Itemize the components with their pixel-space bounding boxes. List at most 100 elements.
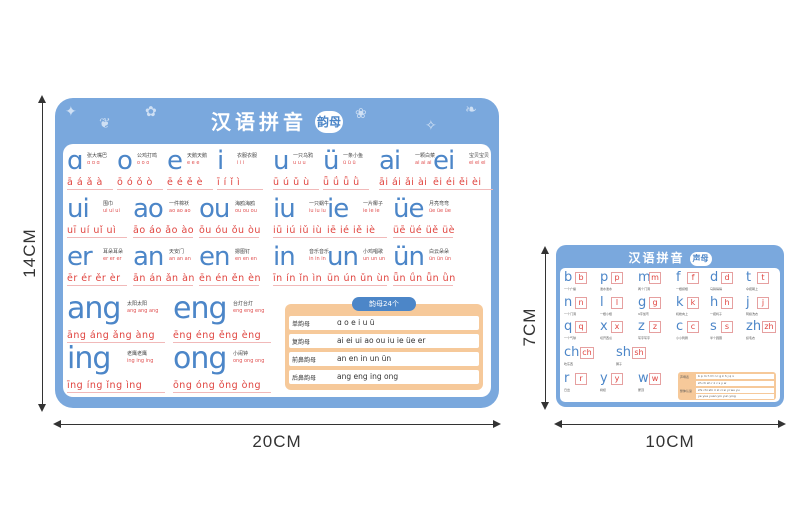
final-letter: ong bbox=[173, 341, 227, 376]
final-letter: ing bbox=[67, 341, 111, 376]
initial-letter-t: t bbox=[746, 270, 752, 285]
initial-letter-k: k bbox=[676, 295, 684, 310]
initial-box: z bbox=[649, 321, 661, 333]
initial-hint: 一根小棍 bbox=[600, 312, 613, 316]
initial-box: w bbox=[649, 373, 661, 385]
final-letter: ü bbox=[323, 146, 340, 176]
final-letter: o bbox=[117, 146, 133, 176]
writing-line bbox=[393, 285, 453, 286]
initial-box: m bbox=[649, 272, 661, 284]
final-letter: ɑ bbox=[67, 146, 83, 176]
final-hint-red: eng eng eng bbox=[233, 308, 265, 314]
initial-letter-m: m bbox=[638, 270, 651, 285]
summary-row: zhi chi shi ri zi ci si yi wu yu bbox=[696, 388, 774, 393]
writing-line bbox=[323, 189, 369, 190]
final-tones: īn ín ǐn ìn bbox=[273, 273, 323, 284]
final-hint-red: ie ie ie bbox=[363, 208, 380, 214]
final-hint: 一条小鱼 bbox=[343, 153, 364, 159]
leaf-decoration-icon: ❧ bbox=[465, 102, 477, 118]
writing-line bbox=[173, 392, 271, 393]
writing-line bbox=[67, 237, 127, 238]
flower-decoration-icon: ✿ bbox=[145, 104, 157, 120]
final-hint-red: ɑ ɑ ɑ bbox=[87, 160, 100, 166]
initial-box: k bbox=[687, 297, 699, 309]
initial-hint: 小小刺猬 bbox=[676, 336, 689, 340]
final-hint: 一只乌鸦 bbox=[293, 153, 314, 159]
initial-letter-f: f bbox=[676, 270, 681, 285]
summary-title: 韵母24个 bbox=[352, 297, 416, 311]
final-tones: ǖ ǘ ǚ ǜ bbox=[323, 177, 360, 188]
final-letter: an bbox=[133, 242, 164, 272]
initial-box: sh bbox=[632, 347, 646, 359]
final-letter: er bbox=[67, 242, 93, 272]
initial-hint: 写字写字 bbox=[638, 336, 651, 340]
initial-letter-d: d bbox=[710, 270, 719, 285]
initial-hint: 屋顶 bbox=[638, 388, 645, 392]
initial-letter-sh: sh bbox=[616, 345, 632, 360]
initial-letter-x: x bbox=[600, 319, 608, 334]
initial-hint: 树杈 bbox=[600, 388, 607, 392]
small-width-arrow bbox=[554, 420, 786, 428]
final-hint-red: in in in bbox=[309, 256, 326, 262]
final-letter: eng bbox=[173, 291, 228, 326]
writing-line bbox=[327, 237, 387, 238]
final-hint-red: iu iu iu bbox=[309, 208, 326, 214]
final-hint: 月亮弯弯 bbox=[429, 201, 450, 207]
initial-letter-q: q bbox=[564, 319, 573, 334]
initial-hint: 日出 bbox=[564, 388, 571, 392]
final-hint-red: o o o bbox=[137, 160, 150, 166]
initial-letter-n: n bbox=[564, 295, 573, 310]
final-hint-red: ou ou ou bbox=[235, 208, 257, 214]
small-height-arrow bbox=[541, 246, 549, 410]
flower-decoration-icon: ❀ bbox=[355, 106, 367, 122]
final-hint-red: ün ün ün bbox=[429, 256, 452, 262]
final-hint-red: ang ang ang bbox=[127, 308, 159, 314]
final-tones: ā á ǎ à bbox=[67, 177, 103, 188]
final-letter: en bbox=[199, 242, 231, 272]
star-decoration-icon: ✧ bbox=[425, 118, 437, 134]
initial-letter-s: s bbox=[710, 319, 717, 334]
final-hint: 白云朵朵 bbox=[429, 249, 450, 255]
initial-box: h bbox=[721, 297, 733, 309]
final-hint: 一颗白菜 bbox=[415, 153, 436, 159]
final-hint: 台灯台灯 bbox=[233, 301, 254, 307]
final-hint-red: en en en bbox=[235, 256, 257, 262]
final-hint: 张大嘴巴 bbox=[87, 153, 108, 159]
initial-hint: 伞把朝上 bbox=[746, 287, 759, 291]
writing-line bbox=[273, 285, 333, 286]
initial-hint: 阿姨洗衣 bbox=[746, 312, 759, 316]
writing-line bbox=[217, 189, 263, 190]
final-hint-red: un un un bbox=[363, 256, 386, 262]
writing-line bbox=[379, 189, 439, 190]
initial-box: zh bbox=[762, 321, 776, 333]
final-tones: ān án ǎn àn bbox=[133, 273, 195, 284]
initial-letter-y: y bbox=[600, 371, 608, 386]
initials-badge: 声母 bbox=[689, 252, 712, 266]
initial-box: b bbox=[575, 272, 587, 284]
big-height-arrow bbox=[38, 95, 46, 412]
initial-box: t bbox=[757, 272, 769, 284]
summary-row: zh ch sh r z c s y w bbox=[696, 381, 774, 386]
final-tones: ǖn ǘn ǚn ǜn bbox=[393, 273, 456, 284]
final-hint-red: ü ü ü bbox=[343, 160, 356, 166]
initial-letter-c: c bbox=[676, 319, 684, 334]
initial-letter-p: p bbox=[600, 270, 609, 285]
writing-line bbox=[273, 189, 319, 190]
initial-hint: 两个门洞 bbox=[638, 287, 651, 291]
initial-hint: 半个圆圈 bbox=[710, 336, 723, 340]
writing-line bbox=[67, 189, 113, 190]
small-height-label: 7CM bbox=[520, 307, 539, 347]
initial-box: s bbox=[721, 321, 733, 333]
writing-line bbox=[133, 285, 193, 286]
writing-line bbox=[199, 237, 259, 238]
initial-box: f bbox=[687, 272, 699, 284]
initials-panel: 声母表 b p m f d t n l g k h j q x zh ch sh… bbox=[560, 268, 780, 402]
